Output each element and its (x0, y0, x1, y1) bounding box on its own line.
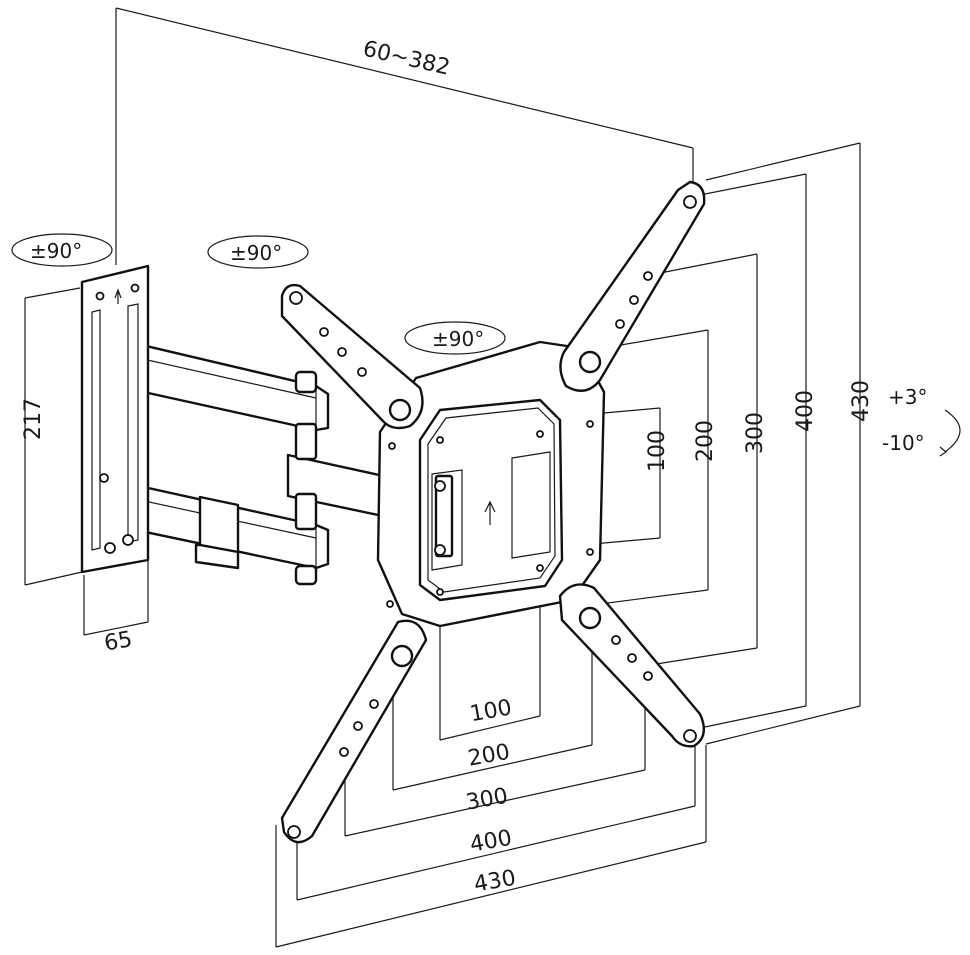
vertical-430-label: 430 (849, 380, 874, 422)
horizontal-430-label: 430 (472, 866, 518, 898)
tilt-up-label: +3° (888, 385, 927, 409)
plate-height-label: 217 (21, 398, 46, 440)
tilt-down-label: -10° (882, 431, 925, 455)
rotation-symbols (11, 233, 961, 457)
vesa-bracket (280, 180, 706, 844)
vertical-300-label: 300 (743, 412, 768, 454)
extension-label: 60~382 (361, 37, 453, 81)
plate-rotation-label: ±90° (432, 327, 484, 351)
vertical-100-label: 100 (645, 430, 670, 472)
wall-plate (80, 264, 150, 574)
vertical-400-label: 400 (793, 390, 818, 432)
horizontal-300-label: 300 (464, 784, 510, 816)
wall-rotation-label: ±90° (30, 239, 82, 263)
horizontal-100-label: 100 (468, 695, 514, 727)
horizontal-400-label: 400 (468, 826, 514, 858)
vertical-200-label: 200 (693, 420, 718, 462)
plate-depth-label: 65 (102, 627, 134, 656)
arm-rotation-label: ±90° (230, 241, 282, 265)
horizontal-200-label: 200 (466, 740, 512, 772)
